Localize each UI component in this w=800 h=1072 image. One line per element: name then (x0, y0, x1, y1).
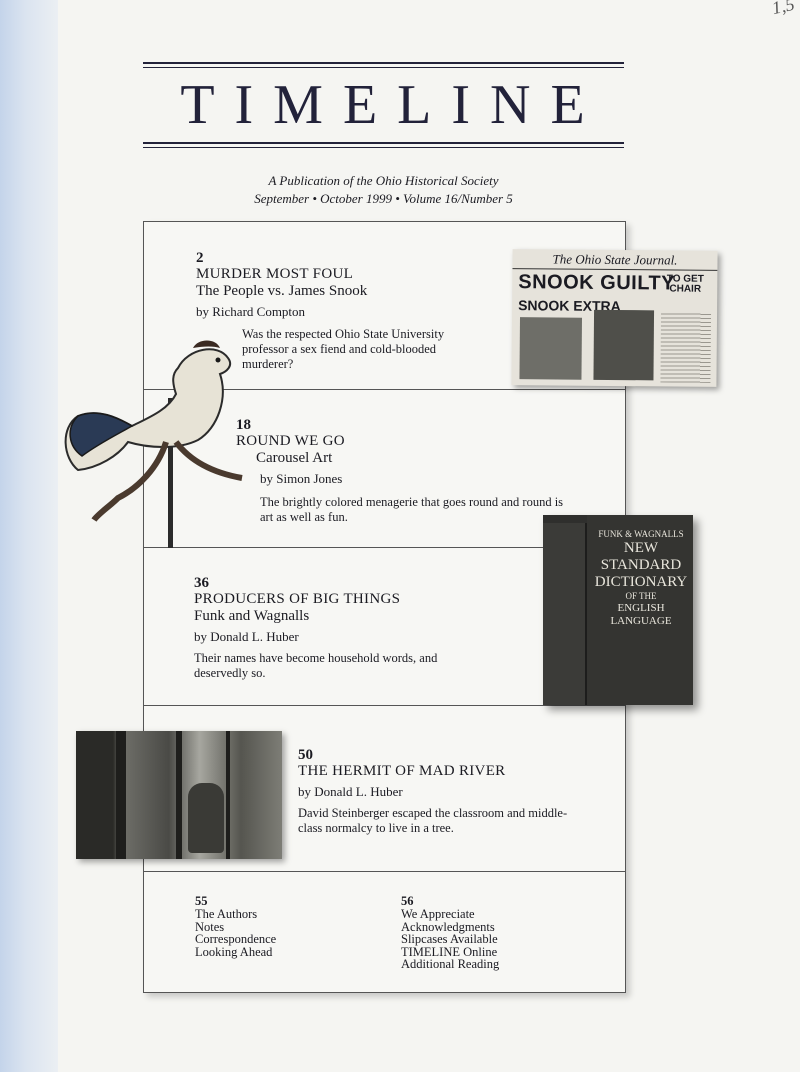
department-item[interactable]: Acknowledgments (401, 919, 495, 934)
dictionary-book-photo: FUNK & WAGNALLS NEW STANDARD DICTIONARY … (543, 515, 693, 705)
book-title-standard: STANDARD (600, 557, 682, 573)
tree-trunk (226, 731, 230, 859)
book-cover (587, 515, 693, 705)
article-byline: by Donald L. Huber (298, 784, 403, 799)
rooster-weathervane-illustration (64, 340, 243, 548)
article-subhead: Funk and Wagnalls (194, 608, 310, 624)
newspaper-photo: The Ohio State Journal. SNOOK GUILTY TO … (511, 249, 718, 387)
article-byline: by Richard Compton (196, 304, 306, 319)
tree-trunk (116, 731, 126, 859)
article-headline: PRODUCERS OF BIG THINGS (194, 591, 401, 607)
hermit-figure (188, 783, 224, 853)
article-headline: MURDER MOST FOUL (196, 266, 354, 282)
toc-entry-hermit-of-mad-river[interactable]: 50 THE HERMIT OF MAD RIVER by Donald L. … (144, 705, 625, 872)
article-description: The brightly colored menagerie that goes… (260, 495, 564, 524)
article-headline: ROUND WE GO (236, 433, 345, 449)
department-item[interactable]: Additional Reading (401, 957, 500, 971)
newspaper-headline: SNOOK GUILTY (518, 271, 676, 295)
page-number: 18 (236, 417, 251, 433)
article-description: David Steinberger escaped the classroom … (298, 806, 568, 835)
masthead-top-rule (143, 62, 624, 68)
page-number: 55 (195, 894, 208, 908)
article-subhead: Carousel Art (256, 450, 333, 466)
issue-line: September • October 1999 • Volume 16/Num… (254, 191, 513, 206)
magazine-spine-edge (0, 0, 58, 1072)
masthead-bottom-rule (143, 142, 624, 148)
page-number: 56 (401, 894, 414, 908)
article-headline: THE HERMIT OF MAD RIVER (298, 763, 506, 779)
newspaper-portrait-photo (519, 317, 583, 380)
newspaper-masthead: The Ohio State Journal. (512, 249, 718, 271)
book-title-english-language: ENGLISH LANGUAGE (610, 602, 672, 627)
toc-entry-murder-most-foul[interactable]: 2 MURDER MOST FOUL The People vs. James … (144, 222, 625, 390)
masthead: TIMELINE (143, 62, 624, 148)
department-item[interactable]: Slipcases Available (401, 932, 498, 946)
article-subhead: The People vs. James Snook (196, 283, 368, 299)
newspaper-text-column (660, 312, 712, 383)
newspaper-second-photo (593, 309, 655, 381)
publisher-line: A Publication of the Ohio Historical Soc… (268, 173, 499, 188)
handwritten-corner-note: 1,5 (769, 0, 796, 19)
department-item[interactable]: We Appreciate (401, 907, 475, 921)
book-title-new: NEW (623, 540, 659, 556)
article-description: Was the respected Ohio State University … (242, 327, 445, 371)
article-byline: by Simon Jones (260, 471, 343, 486)
department-item[interactable]: Correspondence (195, 932, 277, 946)
toc-entry-producers-of-big-things[interactable]: 36 PRODUCERS OF BIG THINGS Funk and Wagn… (144, 547, 625, 706)
department-item[interactable]: The Authors (195, 907, 258, 921)
page-number: 50 (298, 747, 313, 763)
article-description: Their names have become household words,… (194, 651, 438, 680)
departments-left: 55 The Authors Notes Correspondence Look… (195, 895, 276, 958)
departments-right: 56 We Appreciate Acknowledgments Slipcas… (401, 895, 499, 971)
toc-departments: 55 The Authors Notes Correspondence Look… (144, 871, 625, 991)
page-number: 2 (196, 250, 204, 266)
page-number: 36 (194, 575, 209, 591)
book-brand: FUNK & WAGNALLS (598, 529, 684, 539)
book-cover-title: FUNK & WAGNALLS NEW STANDARD DICTIONARY … (591, 529, 691, 628)
magazine-title: TIMELINE (180, 74, 605, 136)
department-item[interactable]: Notes (195, 919, 225, 934)
toc-entry-round-we-go[interactable]: 18 ROUND WE GO Carousel Art by Simon Jon… (144, 389, 625, 548)
book-title-dictionary: DICTIONARY (594, 574, 688, 590)
tree-trunk (176, 731, 182, 859)
newspaper-side-headline: TO GET CHAIR (666, 273, 704, 295)
book-spine (543, 523, 587, 705)
article-byline: by Donald L. Huber (194, 629, 299, 644)
publication-info: A Publication of the Ohio Historical Soc… (143, 172, 624, 208)
department-item[interactable]: Looking Ahead (195, 944, 273, 959)
hermit-forest-photo (76, 731, 282, 859)
department-item[interactable]: TIMELINE Online (401, 944, 498, 959)
book-title-of-the: OF THE (625, 591, 657, 601)
